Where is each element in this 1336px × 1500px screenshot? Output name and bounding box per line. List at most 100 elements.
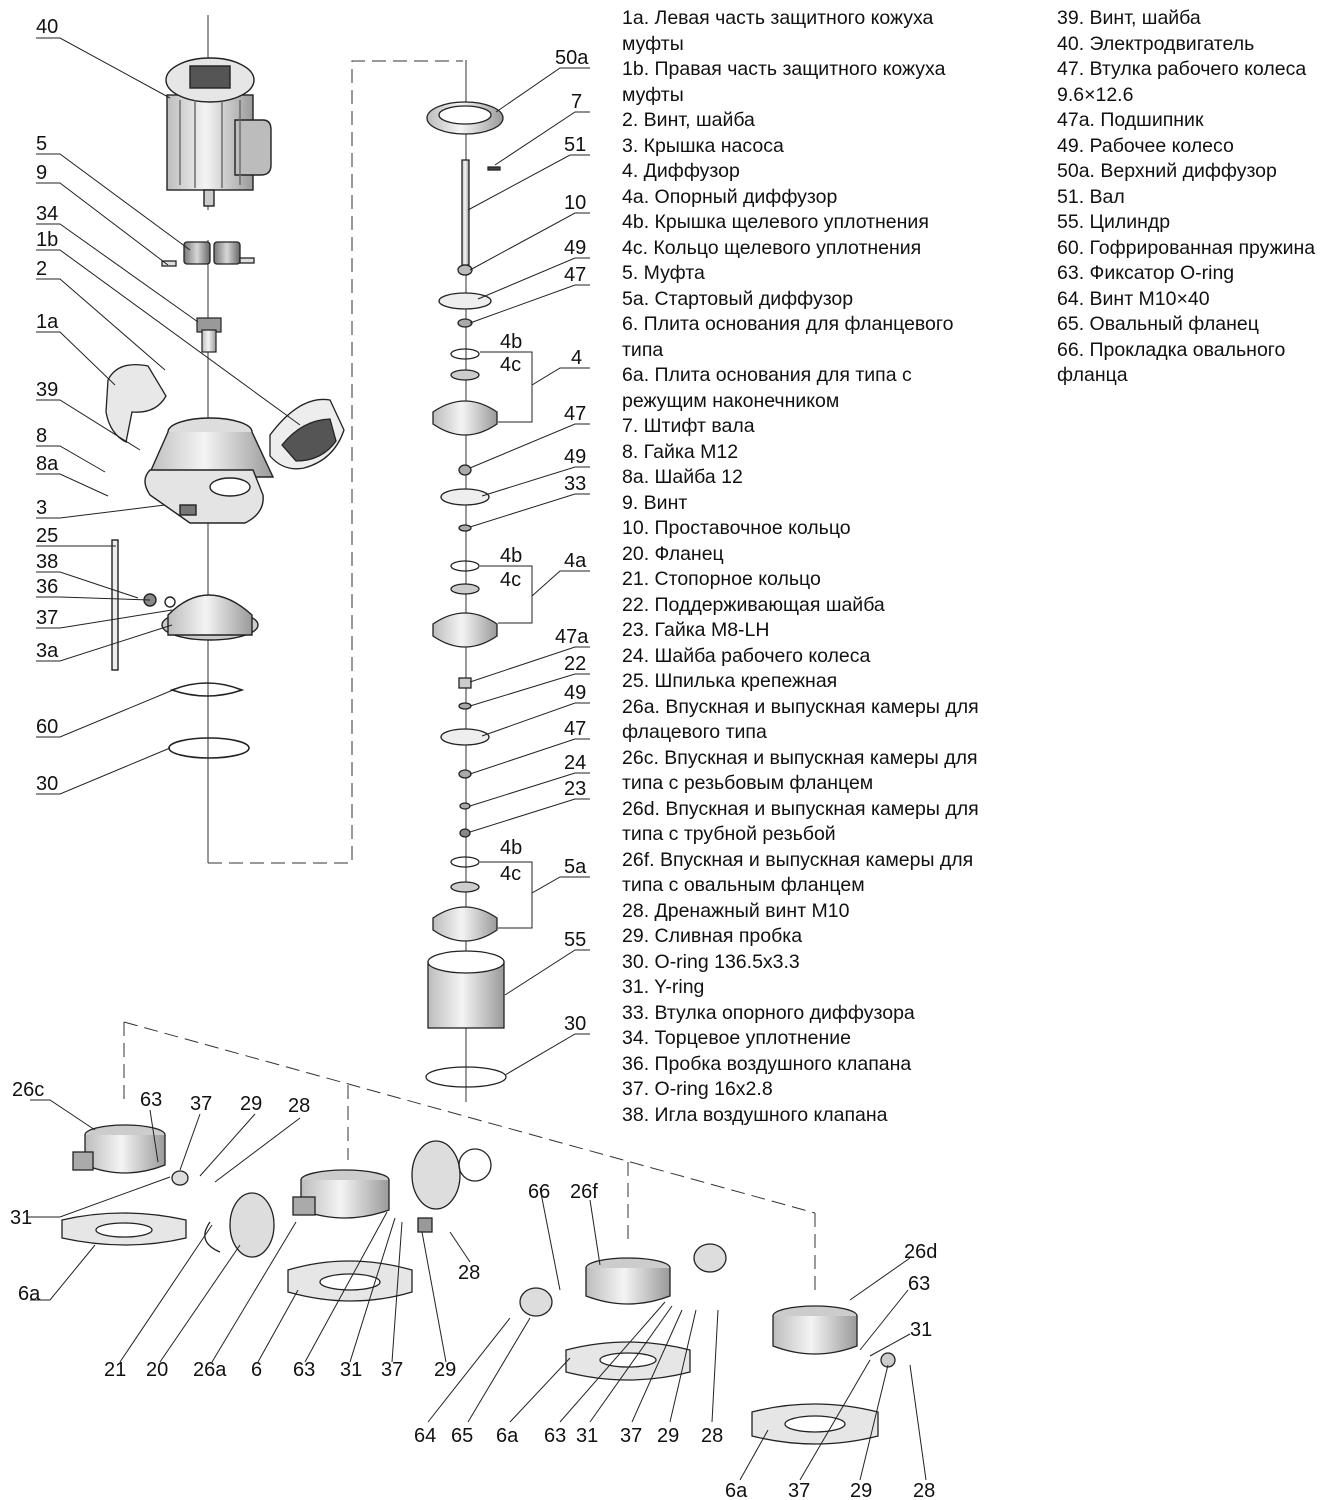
callout-50a: 50a xyxy=(555,47,589,69)
callout-4a: 4a xyxy=(564,550,587,572)
legend-right-item: 40. Электродвигатель xyxy=(1057,32,1255,55)
legend-left-item: 5. Муфта xyxy=(622,262,705,284)
callout-63-b: 63 xyxy=(293,1359,315,1381)
callout-31-d: 31 xyxy=(910,1319,932,1341)
callout-37-d: 37 xyxy=(788,1480,810,1500)
legend-left-item: 24. Шайба рабочего колеса xyxy=(622,644,871,667)
callout-26f: 26f xyxy=(570,1181,598,1203)
legend-right-item: 39. Винт, шайба xyxy=(1057,7,1201,29)
callout-60: 60 xyxy=(36,716,58,738)
legend-left-item: 4c. Кольцо щелевого уплотнения xyxy=(622,236,922,259)
legend-left-item: 3. Крышка насоса xyxy=(622,134,784,157)
legend-left-item: 21. Стопорное кольцо xyxy=(622,568,821,590)
legend-left-item: 34. Торцевое уплотнение xyxy=(622,1027,852,1049)
callout-4: 4 xyxy=(571,347,582,369)
legend-left-item: 1a. Левая часть защитного кожуха муфты xyxy=(622,7,934,55)
callout-21: 21 xyxy=(104,1359,126,1381)
callout-47-a: 47 xyxy=(564,264,586,286)
coupling-illustration xyxy=(161,241,255,267)
legend-left-item: 26a. Впускная и выпускная камеры для фла… xyxy=(622,695,979,744)
callout-9: 9 xyxy=(36,162,47,184)
callout-49-b: 49 xyxy=(564,446,586,468)
legend-right-item: 51. Вал xyxy=(1057,185,1125,208)
callout-6: 6 xyxy=(251,1359,262,1381)
legend-left-item: 25. Шпилька крепежная xyxy=(622,670,838,692)
callout-40: 40 xyxy=(36,16,58,38)
legend-right-item: 50a. Верхний диффузор xyxy=(1057,160,1277,182)
callout-31-b: 31 xyxy=(340,1359,362,1381)
callout-65: 65 xyxy=(451,1425,473,1447)
callout-29-d: 29 xyxy=(850,1480,872,1500)
callout-4b-1: 4b xyxy=(500,331,522,353)
callout-31-c: 31 xyxy=(576,1425,598,1447)
callout-28-c: 28 xyxy=(701,1425,723,1447)
legend-right-item: 47. Втулка рабочего колеса 9.6×12.6 xyxy=(1057,58,1307,106)
callout-31-a: 31 xyxy=(10,1207,32,1229)
o-ring-illustration xyxy=(168,682,250,759)
variant-26f-illustration xyxy=(519,1243,727,1381)
legend-left-item: 10. Проставочное кольцо xyxy=(622,517,851,539)
callout-29-b: 29 xyxy=(434,1359,456,1381)
callout-23: 23 xyxy=(564,778,586,800)
callout-47-b: 47 xyxy=(564,403,586,425)
callout-37-b: 37 xyxy=(381,1359,403,1381)
callout-63-a: 63 xyxy=(140,1089,162,1111)
legend-left-item: 6. Плита основания для фланцевого типа xyxy=(622,313,954,361)
callout-3a: 3a xyxy=(36,640,59,662)
callout-4c-3: 4c xyxy=(500,863,521,885)
legend-right-item: 49. Рабочее колесо xyxy=(1057,134,1234,157)
callout-1a: 1a xyxy=(36,311,59,333)
callout-49-c: 49 xyxy=(564,682,586,704)
legend-left-item: 8a. Шайба 12 xyxy=(622,466,743,488)
callout-24: 24 xyxy=(564,752,586,774)
callout-49-a: 49 xyxy=(564,237,586,259)
legend-left-item: 8. Гайка M12 xyxy=(622,440,739,463)
legend-left-item: 2. Винт, шайба xyxy=(622,109,755,131)
callout-47-c: 47 xyxy=(564,718,586,740)
legend-left-item: 26c. Впускная и выпускная камеры для тип… xyxy=(622,746,978,795)
legend-left-item: 26d. Впускная и выпускная камеры для тип… xyxy=(622,797,979,846)
callout-28-d: 28 xyxy=(913,1480,935,1500)
callout-29-a: 29 xyxy=(240,1093,262,1115)
legend-right-item: 64. Винт M10×40 xyxy=(1057,287,1210,310)
legend-left-item: 20. Фланец xyxy=(622,542,724,565)
callout-64: 64 xyxy=(414,1425,436,1447)
callout-29-c: 29 xyxy=(657,1425,679,1447)
callout-26a: 26a xyxy=(193,1359,227,1381)
callout-26d: 26d xyxy=(904,1241,937,1263)
callout-37-a: 37 xyxy=(190,1093,212,1115)
callout-labels: 40 5 9 34 1b 2 1a 39 8 8a 3 25 38 36 37 … xyxy=(10,16,937,1500)
callout-33: 33 xyxy=(564,473,586,495)
callout-10: 10 xyxy=(564,192,586,214)
callout-3: 3 xyxy=(36,497,47,519)
legend-left-item: 9. Винт xyxy=(622,491,688,514)
variant-26a-illustration xyxy=(204,1140,492,1302)
callout-28-b: 28 xyxy=(458,1262,480,1284)
leader-lines xyxy=(28,37,927,1481)
callout-55: 55 xyxy=(564,929,586,951)
legend-left-item: 36. Пробка воздушного клапана xyxy=(622,1052,912,1075)
callout-38: 38 xyxy=(36,551,58,573)
callout-8: 8 xyxy=(36,425,47,447)
callout-4c-1: 4c xyxy=(500,354,521,376)
legend-left-item: 4. Диффузор xyxy=(622,160,740,182)
shaft-seal-illustration xyxy=(196,317,222,353)
callout-5a: 5a xyxy=(564,856,587,878)
legend-left-item: 5a. Стартовый диффузор xyxy=(622,287,854,310)
callout-7: 7 xyxy=(571,91,582,113)
legend-left-item: 30. O-ring 136.5x3.3 xyxy=(622,950,800,973)
callout-34: 34 xyxy=(36,203,58,225)
callout-47a: 47a xyxy=(555,626,589,648)
callout-2: 2 xyxy=(36,258,47,280)
legend-left-item: 38. Игла воздушного клапана xyxy=(622,1103,888,1126)
callout-8a: 8a xyxy=(36,453,59,475)
callout-37-c: 37 xyxy=(620,1425,642,1447)
callout-63-c: 63 xyxy=(544,1425,566,1447)
callout-1b: 1b xyxy=(36,229,58,251)
callout-28-a: 28 xyxy=(288,1095,310,1117)
legend-right-item: 63. Фиксатор O-ring xyxy=(1057,262,1235,284)
callout-6a-1: 6a xyxy=(18,1283,41,1305)
callout-4b-3: 4b xyxy=(500,837,522,859)
callout-63-d: 63 xyxy=(908,1273,930,1295)
